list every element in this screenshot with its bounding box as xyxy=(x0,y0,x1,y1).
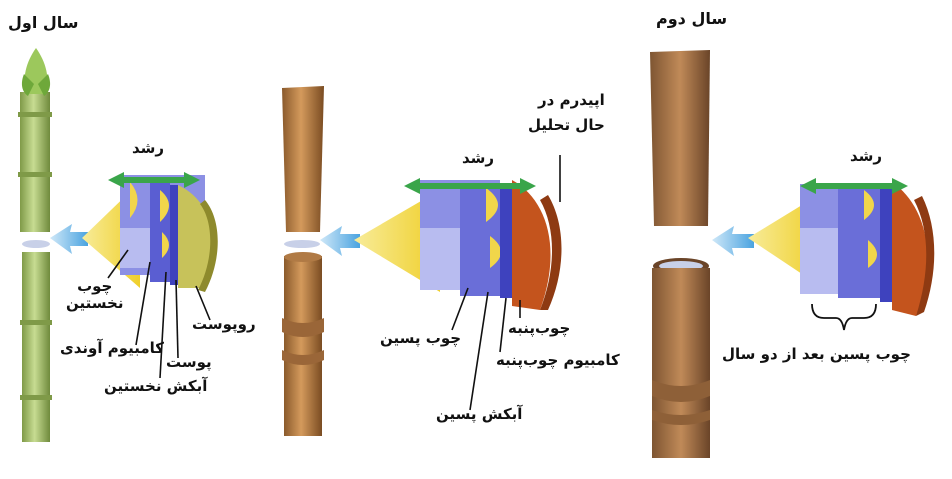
magnify-arrow-1 xyxy=(50,224,88,254)
label-growth-1: رشد xyxy=(132,140,164,157)
label-growth-2: رشد xyxy=(462,150,494,167)
green-stem xyxy=(18,92,52,442)
woody-stem-2 xyxy=(650,50,710,458)
cross-section-year-one xyxy=(82,175,218,292)
magnify-arrow-3 xyxy=(712,226,754,256)
cross-section-year-two xyxy=(748,182,934,316)
label-cork-cambium: کامبیوم چوب‌پنبه xyxy=(496,352,620,369)
magnify-arrow-2 xyxy=(320,226,360,256)
label-primary-xylem-line1: چوب xyxy=(66,278,123,295)
label-secondary-xylem-two-years: چوب پسین بعد از دو سال xyxy=(722,346,911,363)
shoot-tip-bud-icon xyxy=(22,48,50,96)
label-vascular-cambium: کامبیوم آوندی xyxy=(60,340,164,357)
label-epidermis-decaying: اپیدرم در حال تحلیل xyxy=(528,92,605,135)
label-epidermis-decaying-line2: حال تحلیل xyxy=(528,117,605,134)
cross-section-year-one-woody xyxy=(354,180,562,310)
label-epidermis: روپوست xyxy=(192,316,256,333)
label-cork: چوب‌پنبه xyxy=(508,320,570,337)
title-year-two: سال دوم xyxy=(656,10,727,28)
label-primary-phloem: آبکش نخستین xyxy=(104,378,207,395)
label-secondary-phloem: آبکش پسین xyxy=(436,406,522,423)
label-secondary-xylem: چوب پسین xyxy=(380,330,461,347)
label-epidermis-decaying-line1: اپیدرم در xyxy=(528,92,605,109)
title-year-one: سال اول xyxy=(8,14,79,32)
label-primary-xylem-line2: نخستین xyxy=(66,295,123,312)
woody-stem-1 xyxy=(282,86,324,436)
label-cortex: پوست xyxy=(166,354,212,371)
brace-secondary-xylem xyxy=(812,304,876,330)
label-growth-3: رشد xyxy=(850,148,882,165)
label-primary-xylem: چوب نخستین xyxy=(66,278,123,313)
